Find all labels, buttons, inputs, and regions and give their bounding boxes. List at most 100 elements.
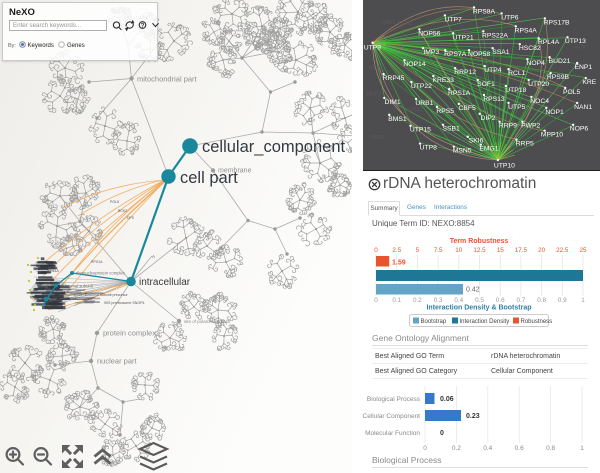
svg-text:UTP8: UTP8 [420,145,438,152]
svg-text:nuclear part: nuclear part [97,357,138,366]
svg-text:25: 25 [579,247,587,254]
svg-text:Cellular Component: Cellular Component [363,413,421,420]
svg-text:BMS1: BMS1 [388,116,407,123]
svg-text:NOC4: NOC4 [530,98,549,105]
svg-text:UTP9: UTP9 [364,45,382,52]
svg-text:1.59: 1.59 [392,260,406,267]
svg-text:POL5: POL5 [110,200,119,204]
svg-text:RPS17B: RPS17B [544,19,570,26]
svg-text:UTP20: UTP20 [528,81,549,88]
svg-text:cellular_component: cellular_component [202,138,346,156]
svg-text:NOP14: NOP14 [403,61,425,68]
svg-text:0.2: 0.2 [452,445,461,452]
svg-text:EMG1: EMG1 [479,146,498,153]
svg-text:mitochondrial part: mitochondrial part [137,75,198,84]
svg-text:UTP5: UTP5 [508,104,526,111]
svg-text:Bootstrap: Bootstrap [421,319,447,325]
svg-text:RPS8A: RPS8A [473,8,496,15]
svg-text:SSB1: SSB1 [443,126,461,133]
svg-text:0: 0 [423,445,427,452]
svg-text:0: 0 [374,297,378,304]
svg-text:UTP15: UTP15 [410,127,431,134]
svg-text:Best Aligned GO Term: Best Aligned GO Term [375,353,444,360]
svg-text:RRP12: RRP12 [454,69,476,76]
svg-text:RPL4A: RPL4A [538,39,560,46]
svg-text:rDNA heterochromatin: rDNA heterochromatin [491,353,560,360]
svg-text:PWP2: PWP2 [521,123,540,130]
svg-text:90S preribosome SNOP4: 90S preribosome SNOP4 [104,301,145,305]
svg-text:UTP18: UTP18 [505,87,526,94]
svg-text:0: 0 [374,247,378,254]
svg-text:Interaction Density: Interaction Density [460,319,510,325]
svg-text:cell part: cell part [180,169,238,187]
svg-text:12.5: 12.5 [473,247,486,254]
svg-text:MPP10: MPP10 [541,132,563,139]
svg-text:protein complex: protein complex [103,329,156,338]
svg-text:HSC82: HSC82 [519,45,541,52]
svg-text:URB1: URB1 [415,100,433,107]
svg-text:RPS1A: RPS1A [47,269,59,273]
svg-text:RPS4A: RPS4A [515,27,538,34]
svg-text:A: A [152,254,155,259]
svg-text:NOP4: NOP4 [526,60,545,67]
svg-text:UTP21: UTP21 [453,34,474,41]
svg-text:ribosomal subunit: ribosomal subunit [60,284,94,289]
svg-text:RPG1A: RPG1A [91,260,103,264]
svg-text:0: 0 [440,430,444,437]
svg-text:BUD21: BUD21 [549,58,571,65]
svg-text:Term Robustness: Term Robustness [450,238,509,245]
svg-text:CBF5: CBF5 [458,105,476,112]
svg-text:NOP56: NOP56 [418,30,440,37]
svg-text:RLP7: RLP7 [574,46,588,52]
svg-text:RPS7A: RPS7A [444,51,467,58]
svg-text:0.9: 0.9 [558,297,567,304]
svg-text:RPS1A: RPS1A [448,90,471,97]
svg-text:0.6: 0.6 [496,297,505,304]
svg-text:?: ? [141,22,145,29]
svg-text:2.5: 2.5 [392,247,401,254]
svg-text:1: 1 [580,445,584,452]
svg-text:22.5: 22.5 [556,247,569,254]
svg-text:NOP6: NOP6 [570,126,589,133]
svg-text:KRE33: KRE33 [433,77,455,84]
svg-text:SKI6: SKI6 [469,138,484,145]
svg-text:KRE: KRE [582,79,596,86]
svg-text:0.8: 0.8 [546,445,555,452]
svg-text:Gene Ontology Alignment: Gene Ontology Alignment [372,333,470,343]
svg-text:UTP10: UTP10 [494,163,515,170]
svg-text:0.4: 0.4 [454,297,463,304]
svg-text:Biological Process: Biological Process [367,396,421,403]
svg-text:UTP4: UTP4 [484,67,502,74]
svg-text:Interaction Density & Bootstra: Interaction Density & Bootstrap [426,305,531,312]
svg-text:NSA2: NSA2 [408,107,423,113]
svg-text:UTP22: UTP22 [411,83,432,90]
svg-text:RPF2: RPF2 [369,66,384,72]
svg-text:membrane: membrane [218,168,252,175]
svg-text:UTP6: UTP6 [501,14,519,21]
svg-text:0.2: 0.2 [413,297,422,304]
svg-text:POL5: POL5 [563,89,581,96]
svg-text:RPS13: RPS13 [483,96,505,103]
svg-text:IMP3: IMP3 [423,49,439,56]
svg-text:Best Aligned GO Category: Best Aligned GO Category [375,368,458,375]
svg-text:Robustness: Robustness [521,319,553,325]
svg-text:10: 10 [455,247,463,254]
svg-text:Cellular Component: Cellular Component [491,368,553,375]
svg-text:ribonucleoprotein complex: ribonucleoprotein complex [76,271,126,276]
svg-text:intracellular: intracellular [139,277,191,288]
svg-text:NAN1: NAN1 [574,104,592,111]
svg-text:RRP45: RRP45 [383,75,405,82]
svg-text:0.8: 0.8 [537,297,546,304]
svg-text:RPF2: RPF2 [367,91,382,97]
svg-text:0.1: 0.1 [392,297,401,304]
svg-text:0.5: 0.5 [475,297,484,304]
svg-text:DFS: DFS [127,216,135,220]
svg-text:Molecular Function: Molecular Function [365,430,420,437]
svg-text:BCK2: BCK2 [118,209,127,213]
svg-text:DIM1: DIM1 [384,99,400,106]
svg-text:DIP2: DIP2 [480,115,495,122]
svg-text:0.06: 0.06 [440,396,454,403]
svg-text:RPS9B: RPS9B [547,74,570,81]
svg-text:0.23: 0.23 [466,413,480,420]
svg-text:UTP7: UTP7 [445,16,463,23]
